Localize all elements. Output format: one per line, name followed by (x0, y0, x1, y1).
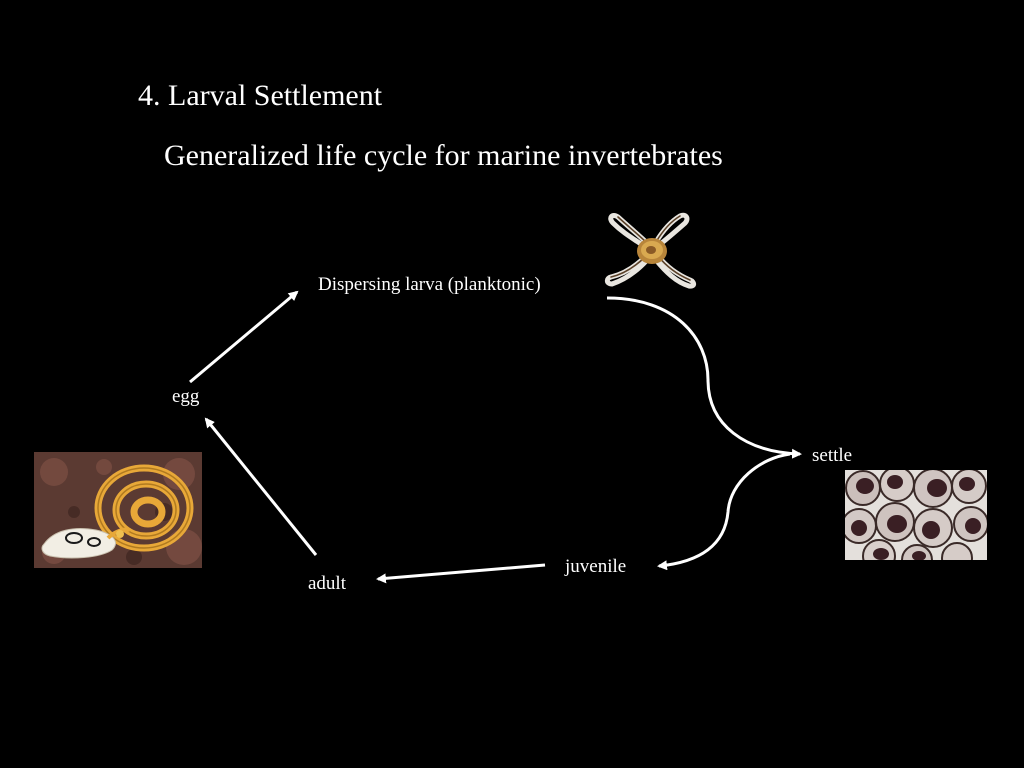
stage-settle: settle (812, 445, 853, 466)
settled-juveniles-image (845, 470, 987, 560)
stage-juvenile: juvenile (565, 556, 627, 577)
arrow-adult-to-egg (204, 417, 318, 556)
arrow-larva-to-settle (606, 296, 802, 459)
stage-larva: Dispersing larva (planktonic) (318, 274, 541, 295)
stage-adult: adult (308, 573, 346, 594)
larva-image (604, 212, 697, 289)
adult-nudibranch-image (34, 452, 202, 568)
stage-egg: egg (172, 386, 200, 407)
slide-subtitle: Generalized life cycle for marine invert… (164, 139, 723, 172)
arrow-egg-to-larva (189, 290, 299, 384)
arrow-settle-to-juvenile (657, 452, 791, 571)
slide-title: 4. Larval Settlement (138, 79, 383, 112)
arrow-juvenile-to-adult (376, 563, 546, 584)
